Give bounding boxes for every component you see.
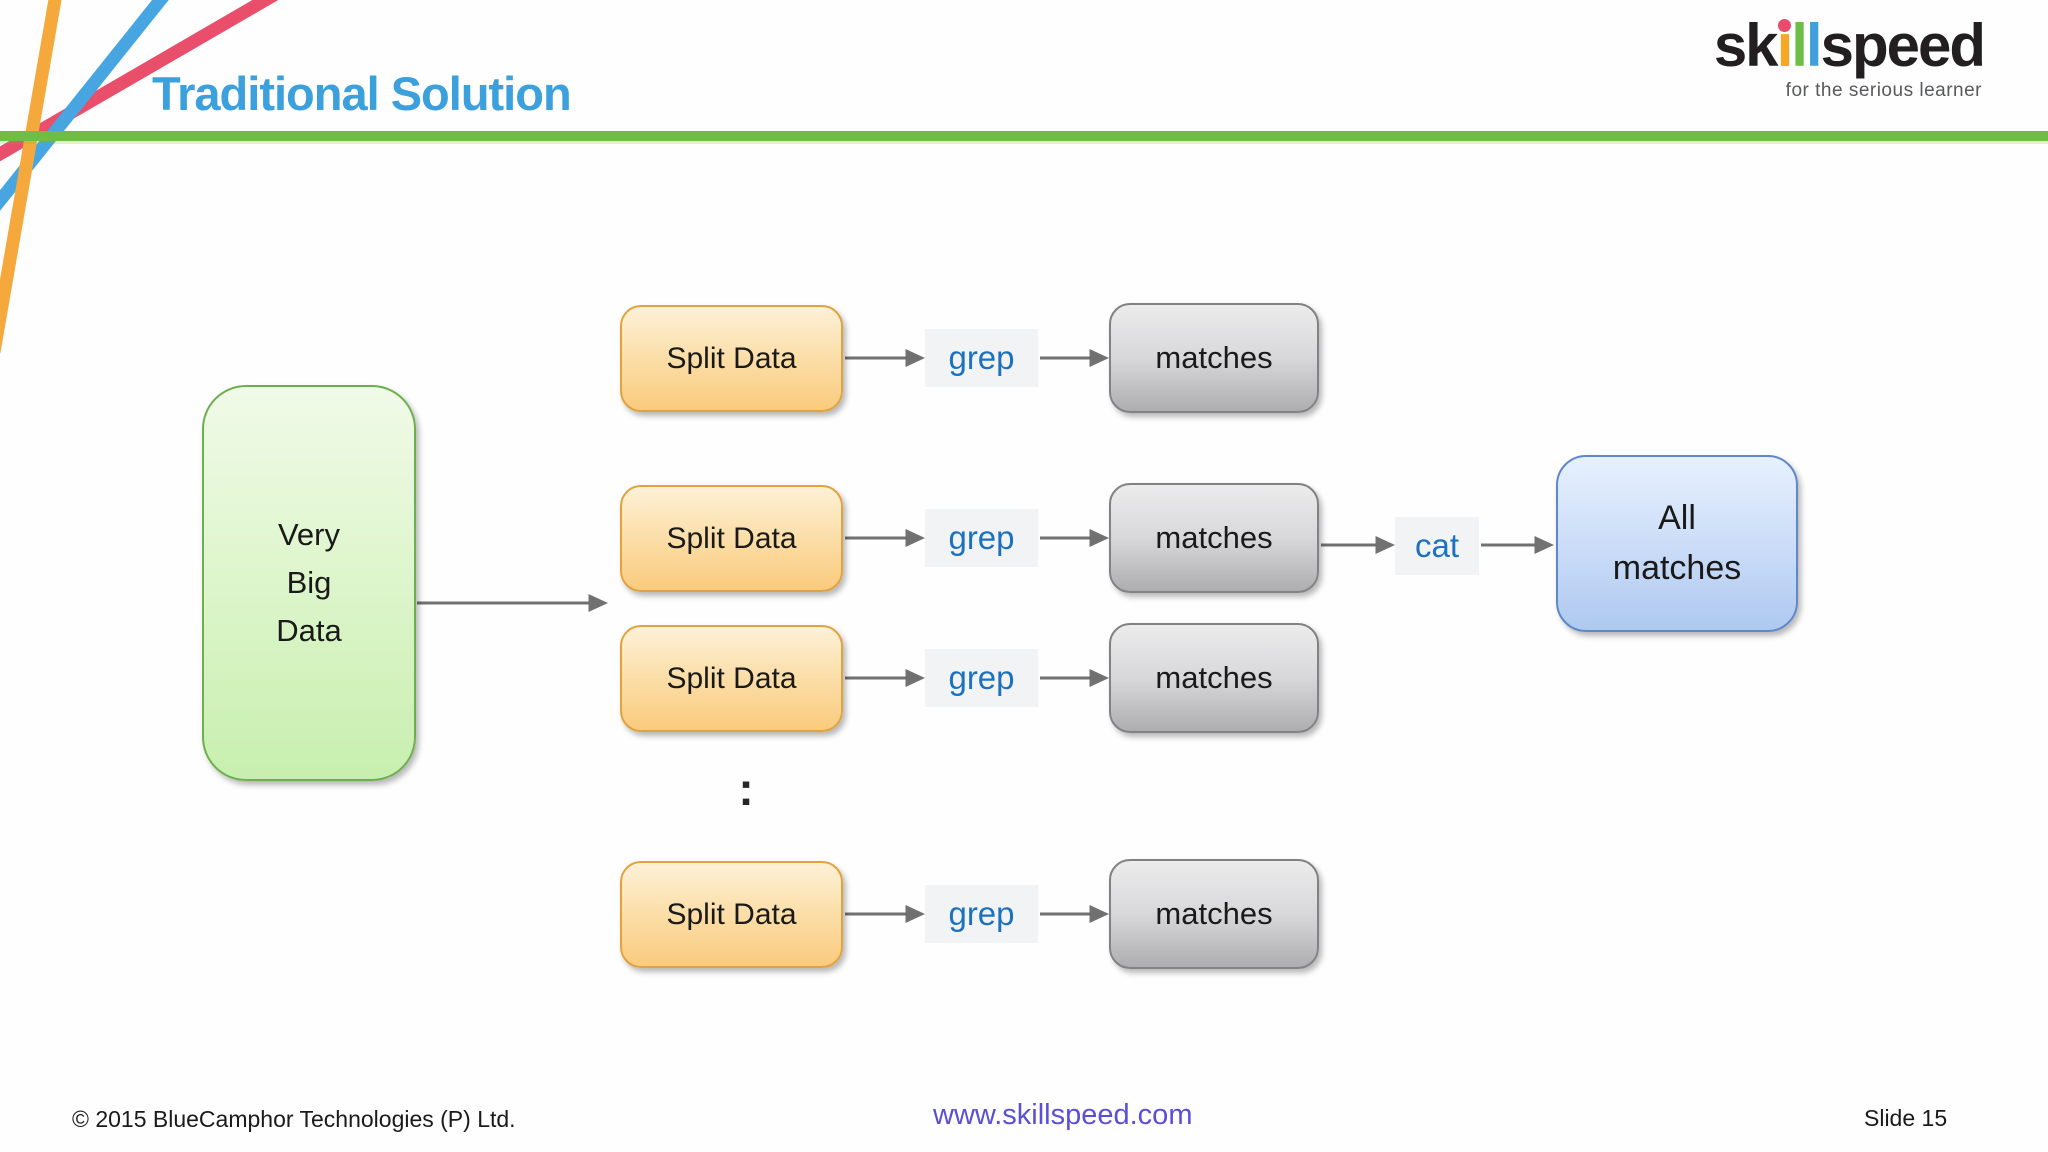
logo-letter-l-blue: l <box>1805 12 1823 79</box>
website-link[interactable]: www.skillspeed.com <box>933 1099 1193 1131</box>
decorative-lines <box>0 0 279 354</box>
slide-number: Slide 15 <box>1864 1105 1948 1131</box>
logo-letters-sk: sk <box>1713 12 1779 79</box>
slide-title: Traditional Solution <box>152 67 572 120</box>
copyright-text: © 2015 BlueCamphor Technologies (P) Ltd. <box>72 1106 516 1132</box>
matches-box-4: matches <box>1109 859 1319 969</box>
split-data-box-2: Split Data <box>620 485 843 592</box>
all-matches-box: All matches <box>1556 455 1798 632</box>
cat-label: cat <box>1395 517 1479 575</box>
logo-tagline: for the serious learner <box>1785 80 1982 101</box>
matches-box-1: matches <box>1109 303 1319 413</box>
logo-letter-l-green: l <box>1791 12 1808 79</box>
split-data-box-3: Split Data <box>620 625 843 732</box>
matches-box-2: matches <box>1109 483 1319 593</box>
grep-label-3: grep <box>925 649 1038 707</box>
grep-label-1: grep <box>925 329 1038 387</box>
split-data-box-4: Split Data <box>620 861 843 968</box>
logo-letters-speed: speed <box>1820 12 1986 79</box>
split-data-box-1: Split Data <box>620 305 843 412</box>
grep-label-2: grep <box>925 509 1038 567</box>
logo-i-dot-icon <box>1777 19 1791 32</box>
deco-orange-line <box>0 0 62 354</box>
matches-box-3: matches <box>1109 623 1319 733</box>
very-big-data-box: Very Big Data <box>202 385 416 781</box>
logo-letter-i: ı <box>1776 12 1794 79</box>
accent-bar <box>0 131 2048 141</box>
vertical-ellipsis: : <box>738 763 754 815</box>
grep-label-4: grep <box>925 885 1038 943</box>
deco-blue-line <box>0 0 169 211</box>
